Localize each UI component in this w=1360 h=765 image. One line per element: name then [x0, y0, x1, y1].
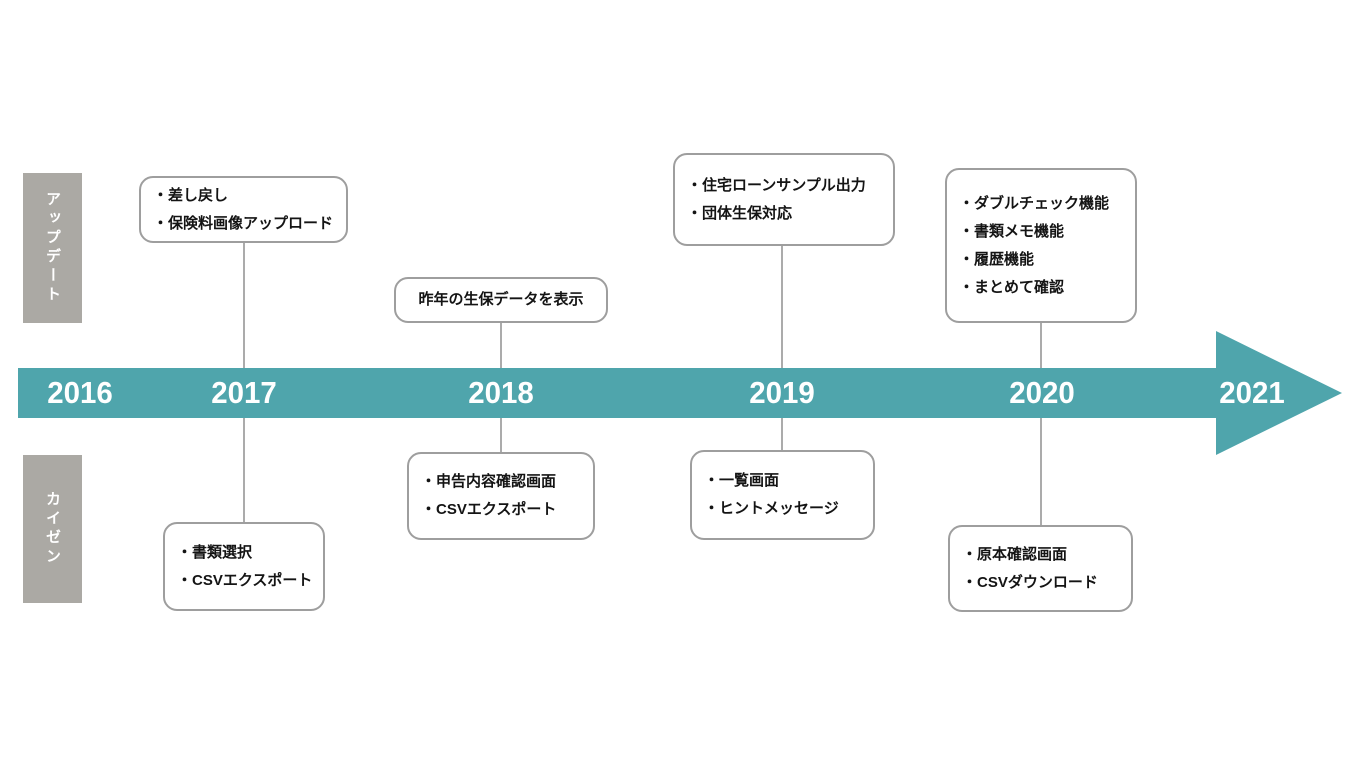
callout-kaizen-2018: ・申告内容確認画面 ・CSVエクスポート	[407, 452, 595, 540]
side-label-kaizen: カイゼン	[23, 455, 82, 603]
timeline-band	[18, 368, 1216, 418]
connector-kaizen-2019	[781, 417, 783, 451]
connector-kaizen-2018	[500, 417, 502, 453]
callout-kaizen-2019: ・一覧画面 ・ヒントメッセージ	[690, 450, 875, 540]
callout-line: ・ヒントメッセージ	[704, 500, 839, 517]
callout-line: ・住宅ローンサンプル出力	[687, 176, 866, 194]
callout-update-2018: 昨年の生保データを表示	[394, 277, 608, 323]
connector-kaizen-2017	[243, 417, 245, 523]
callout-line: ・CSVエクスポート	[177, 571, 313, 589]
side-label-update: アップデート	[23, 173, 82, 323]
callout-kaizen-2017: ・書類選択 ・CSVエクスポート	[163, 522, 325, 611]
connector-update-2019	[781, 245, 783, 369]
callout-update-2019: ・住宅ローンサンプル出力 ・団体生保対応	[673, 153, 895, 246]
callout-line: ・ダブルチェック機能	[959, 194, 1110, 212]
callout-line: ・CSVダウンロード	[962, 573, 1098, 591]
callout-line: ・まとめて確認	[959, 278, 1065, 296]
connector-update-2020	[1040, 322, 1042, 369]
callout-kaizen-2020: ・原本確認画面 ・CSVダウンロード	[948, 525, 1133, 612]
callout-line: ・差し戻し	[153, 186, 229, 204]
year-label-2021: 2021	[1219, 375, 1285, 410]
callout-line: ・書類メモ機能	[959, 222, 1065, 240]
year-label-2017: 2017	[211, 375, 277, 410]
year-label-2018: 2018	[468, 375, 534, 410]
year-label-2019: 2019	[749, 375, 815, 410]
callout-line: ・保険料画像アップロード	[153, 214, 334, 232]
callout-line: 昨年の生保データを表示	[418, 291, 584, 308]
callout-line: ・CSVエクスポート	[421, 501, 557, 518]
year-label-2020: 2020	[1009, 375, 1075, 410]
callout-line: ・申告内容確認画面	[421, 473, 557, 490]
arrow-right-icon	[1216, 331, 1342, 455]
callout-line: ・書類選択	[177, 543, 253, 561]
callout-line: ・団体生保対応	[687, 204, 793, 222]
connector-update-2017	[243, 243, 245, 369]
callout-line: ・原本確認画面	[962, 545, 1068, 563]
callout-line: ・履歴機能	[959, 250, 1035, 268]
callout-line: ・一覧画面	[704, 472, 780, 489]
callout-update-2017: ・差し戻し ・保険料画像アップロード	[139, 176, 348, 243]
connector-update-2018	[500, 322, 502, 369]
connector-kaizen-2020	[1040, 417, 1042, 526]
year-label-2016: 2016	[47, 375, 113, 410]
callout-update-2020: ・ダブルチェック機能 ・書類メモ機能 ・履歴機能 ・まとめて確認	[945, 168, 1137, 323]
